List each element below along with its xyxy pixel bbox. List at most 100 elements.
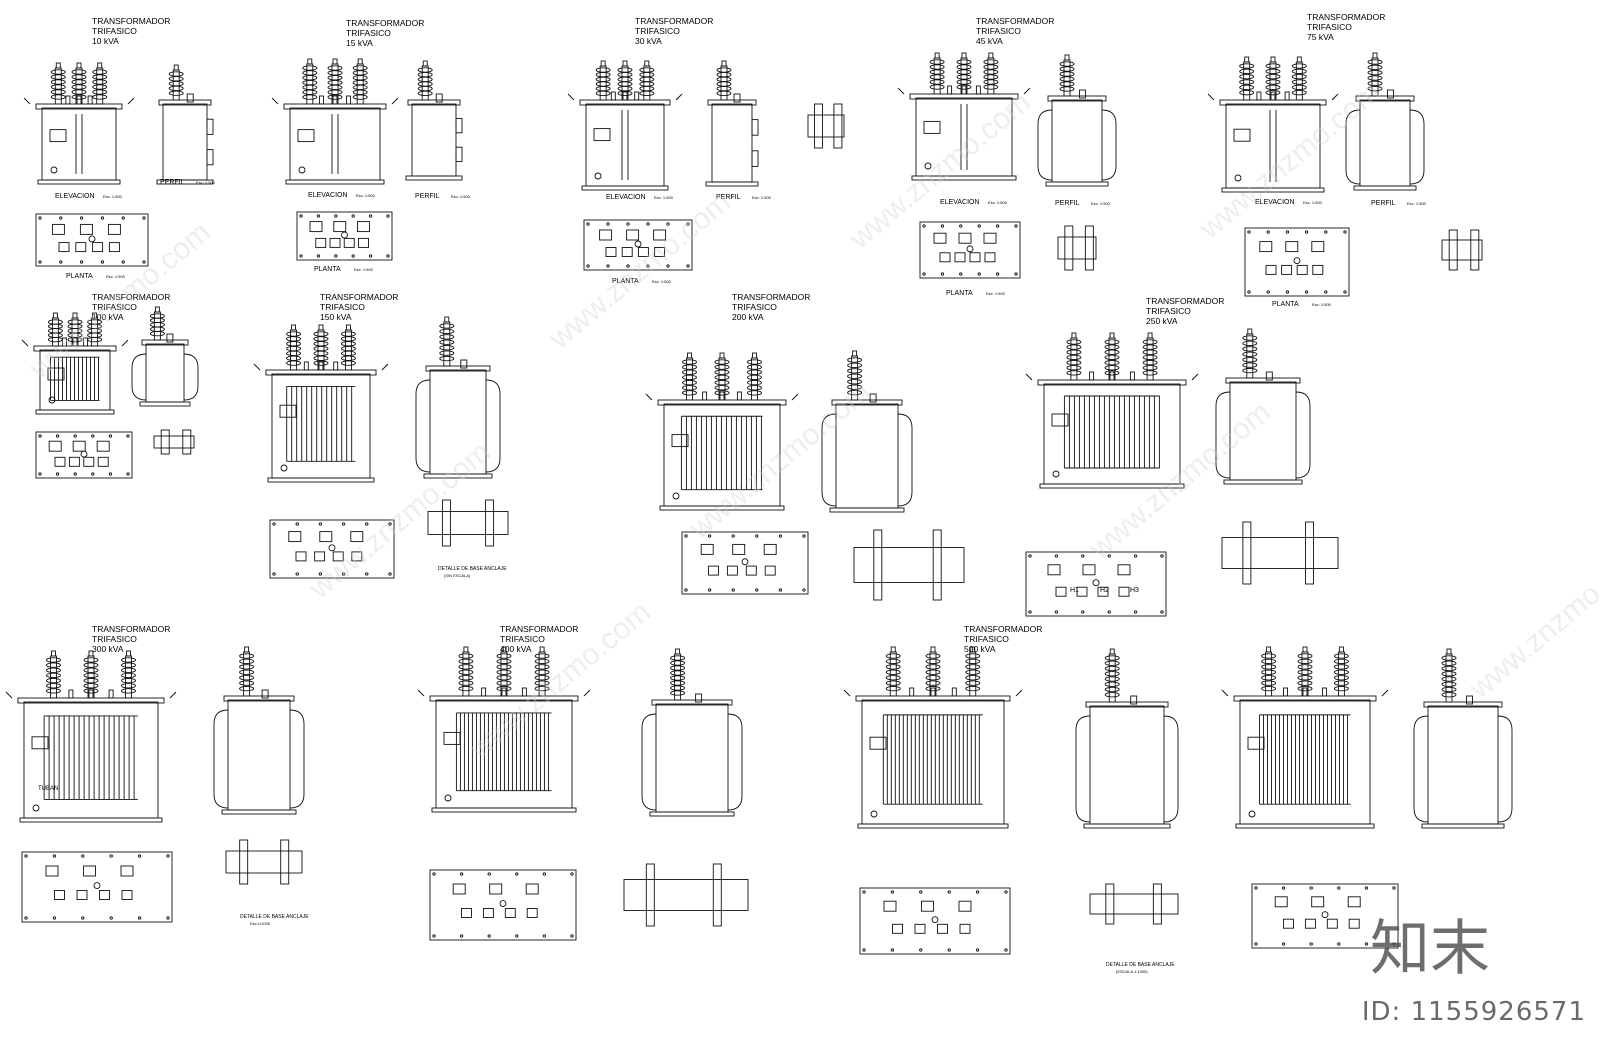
plan-view — [35, 431, 133, 479]
elevation-view — [1025, 332, 1199, 489]
watermark-text: www.znzmo.com — [1463, 535, 1600, 706]
elevation-view — [253, 324, 389, 483]
scale-label: Esc: 1:500 — [356, 193, 376, 198]
transformer-type: TRIFASICO — [320, 302, 365, 312]
detail-scale: (SIN ESCALA) — [444, 573, 471, 578]
scale-label: Esc: 1:500 — [1303, 200, 1323, 205]
anchor-base-detail — [807, 103, 845, 149]
elevation-view — [897, 52, 1031, 181]
view-label: ELEVACION — [1255, 199, 1295, 206]
transformer-rating: 75 kVA — [1307, 32, 1334, 42]
plan-view — [35, 213, 149, 267]
detail-scale: Esc:1/1000 — [250, 921, 271, 926]
transformer-type: TRIFASICO — [92, 26, 137, 36]
anchor-base-detail — [1441, 229, 1483, 271]
view-label: ELEVACION — [940, 199, 980, 206]
anchor-base-detail — [623, 863, 749, 927]
plan-view — [583, 219, 693, 271]
transformer-title: TRANSFORMADOR — [320, 292, 398, 302]
terminal-label-h3: H3 — [1130, 587, 1139, 594]
view-label: PLANTA — [1272, 301, 1299, 308]
view-label: PERFIL — [1055, 200, 1080, 207]
profile-view — [156, 64, 214, 185]
scale-label: Esc: 1:500 — [451, 194, 471, 199]
scale-label: Esc: 1:500 — [106, 274, 126, 279]
plan-view — [296, 211, 393, 261]
transformer-type: TRIFASICO — [732, 302, 777, 312]
elevation-view — [843, 646, 1023, 829]
profile-view — [1345, 52, 1425, 191]
transformer-rating: 100 kVA — [92, 312, 124, 322]
transformer-title: TRANSFORMADOR — [635, 16, 713, 26]
transformer-type: TRIFASICO — [500, 634, 545, 644]
profile-view — [705, 60, 759, 187]
scale-label: Esc: 1:500 — [1091, 201, 1111, 206]
elevation-view — [645, 352, 799, 511]
anchor-base-detail — [1221, 521, 1339, 585]
watermark-text: www.znzmo.com — [843, 85, 1037, 256]
plan-view — [919, 221, 1021, 279]
terminal-label-h2: H2 — [1100, 587, 1109, 594]
transformer-type: TRIFASICO — [1307, 22, 1352, 32]
transformer-rating: 400 kVA — [500, 644, 532, 654]
transformer-rating: 15 kVA — [346, 38, 373, 48]
transformer-rating: 10 kVA — [92, 36, 119, 46]
profile-view — [213, 646, 305, 815]
scale-label: Esc: 1:500 — [354, 267, 374, 272]
elevation-view — [5, 650, 177, 823]
transformer-rating: 250 kVA — [1146, 316, 1178, 326]
plan-view — [21, 851, 173, 923]
terminal-label-h1: H1 — [1070, 587, 1079, 594]
transformer-title: TRANSFORMADOR — [92, 16, 170, 26]
view-label: PERFIL — [1371, 200, 1396, 207]
view-label: PERFIL — [415, 193, 440, 200]
plan-view — [429, 869, 577, 941]
transformer-type: TRIFASICO — [346, 28, 391, 38]
profile-view — [405, 60, 463, 181]
transformer-rating: 200 kVA — [732, 312, 764, 322]
nameplate-brand: TUBAN — [38, 786, 58, 792]
scale-label: Esc: 1:500 — [1407, 201, 1427, 206]
scale-label: Esc: 1:500 — [986, 291, 1006, 296]
scale-label: Esc: 1:500 — [752, 195, 772, 200]
transformer-rating: 300 kVA — [92, 644, 124, 654]
transformer-title: TRANSFORMADOR — [500, 624, 578, 634]
scale-label: Esc: 1:500 — [988, 200, 1008, 205]
view-label: PLANTA — [612, 278, 639, 285]
scale-label: Esc: 1:500 — [652, 279, 672, 284]
plan-view — [859, 887, 1011, 955]
plan-view — [1025, 551, 1167, 617]
anchor-base-detail — [153, 429, 195, 455]
detail-scale: (ESCALA 1:1000) — [1116, 969, 1148, 974]
profile-view — [1413, 648, 1513, 829]
transformer-title: TRANSFORMADOR — [976, 16, 1054, 26]
transformer-rating: 45 kVA — [976, 36, 1003, 46]
view-label: ELEVACION — [308, 192, 348, 199]
watermark-text: www.znzmo.com — [463, 595, 657, 766]
watermark-text: www.znzmo.com — [543, 185, 737, 356]
elevation-view — [417, 646, 591, 813]
profile-view — [1037, 54, 1117, 187]
transformer-type: TRIFASICO — [92, 634, 137, 644]
transformer-title: TRANSFORMADOR — [346, 18, 424, 28]
transformer-type: TRIFASICO — [92, 302, 137, 312]
view-label: PERFIL — [160, 179, 185, 186]
transformer-title: TRANSFORMADOR — [1307, 12, 1385, 22]
watermark-text: www.znzmo.com — [23, 215, 217, 386]
anchor-base-detail — [427, 499, 509, 547]
scale-label: Esc: 1:500 — [103, 194, 123, 199]
elevation-view — [271, 58, 399, 185]
transformer-title: TRANSFORMADOR — [1146, 296, 1224, 306]
profile-view — [131, 306, 199, 407]
transformer-drawings — [5, 52, 1513, 955]
elevation-view — [1221, 646, 1389, 829]
view-label: PLANTA — [314, 266, 341, 273]
transformer-title: TRANSFORMADOR — [964, 624, 1042, 634]
elevation-view — [21, 312, 129, 415]
view-label: PLANTA — [946, 290, 973, 297]
anchor-base-detail — [853, 529, 965, 601]
profile-view — [1075, 648, 1179, 829]
scale-label: Esc: 1:500 — [1312, 302, 1332, 307]
transformer-type: TRIFASICO — [964, 634, 1009, 644]
